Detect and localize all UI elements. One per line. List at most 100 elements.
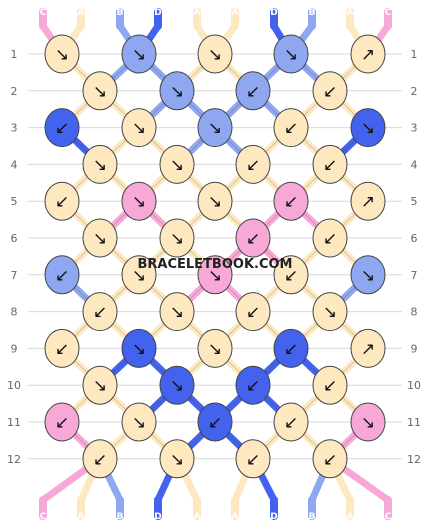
knot-arrow-icon: ↘ (170, 155, 184, 175)
knot: ↘ (350, 402, 386, 442)
knot: ↘ (159, 439, 195, 479)
knot-arrow-icon: ↙ (55, 266, 69, 286)
knot-shape (235, 365, 271, 405)
knot: ↙ (82, 439, 118, 479)
knot-arrow-icon: ↙ (55, 192, 69, 212)
knot-shape (159, 439, 195, 479)
knot-arrow-icon: ↘ (132, 119, 146, 139)
knot: ↘ (82, 144, 118, 184)
knot-arrow-icon: ↙ (55, 339, 69, 359)
knot-arrow-icon: ↙ (323, 376, 337, 396)
knot: ↘ (121, 34, 157, 74)
row-label-left: 10 (7, 379, 21, 392)
bottom-strand-label: C (385, 512, 392, 522)
top-strand-label: A (232, 8, 239, 18)
knot-arrow-icon: ↘ (170, 229, 184, 249)
knot-arrow-icon: ↘ (170, 303, 184, 323)
knot-shape (44, 108, 80, 148)
knot: ↙ (197, 402, 233, 442)
row-label-left: 2 (11, 85, 18, 98)
knot-shape (82, 218, 118, 258)
knot-arrow-icon: ↘ (323, 303, 337, 323)
knot-arrow-icon: ↙ (323, 82, 337, 102)
knot-shape (121, 108, 157, 148)
knot-arrow-icon: ↘ (361, 266, 375, 286)
knot-arrow-icon: ↘ (208, 45, 222, 65)
knot: ↘ (82, 218, 118, 258)
knot: ↙ (235, 365, 271, 405)
knot: ↘ (82, 71, 118, 111)
knot: ↙ (235, 439, 271, 479)
row-label-right: 9 (411, 342, 418, 355)
knot: ↙ (82, 292, 118, 332)
bottom-strand-label: A (194, 512, 201, 522)
knot-arrow-icon: ↘ (208, 266, 222, 286)
knot: ↙ (44, 181, 80, 221)
knot: ↙ (235, 218, 271, 258)
knot-arrow-icon: ↘ (208, 339, 222, 359)
knot-arrow-icon: ↙ (55, 119, 69, 139)
knot-shape (273, 34, 309, 74)
knot-shape (273, 255, 309, 295)
knot-shape (121, 255, 157, 295)
knot-shape (82, 439, 118, 479)
top-strand-label: A (78, 8, 85, 18)
knot-shape (350, 402, 386, 442)
row-label-left: 5 (11, 195, 18, 208)
bottom-strand-label: B (309, 512, 316, 522)
knot-shape (44, 255, 80, 295)
row-label-right: 4 (411, 158, 418, 171)
knot: ↗ (350, 34, 386, 74)
knot: ↘ (197, 255, 233, 295)
knot-shape (350, 181, 386, 221)
top-strand-label: D (154, 8, 161, 18)
knot-shape (159, 144, 195, 184)
knot-arrow-icon: ↙ (246, 450, 260, 470)
knot: ↗ (350, 181, 386, 221)
row-label-left: 1 (11, 48, 18, 61)
knot-shape (350, 255, 386, 295)
knot-shape (312, 71, 348, 111)
knot-shape (197, 34, 233, 74)
row-label-right: 12 (407, 453, 421, 466)
knot-shape (273, 181, 309, 221)
row-label-left: 12 (7, 453, 21, 466)
knot-arrow-icon: ↙ (284, 339, 298, 359)
knot-arrow-icon: ↙ (284, 192, 298, 212)
top-strand-label: C (40, 8, 47, 18)
knot-shape (121, 181, 157, 221)
knot-arrow-icon: ↘ (361, 413, 375, 433)
row-label-left: 3 (11, 122, 18, 135)
knot: ↙ (273, 255, 309, 295)
bottom-strand-label: D (154, 512, 161, 522)
knot: ↘ (82, 365, 118, 405)
knot: ↙ (44, 402, 80, 442)
knot-shape (159, 292, 195, 332)
knot-arrow-icon: ↙ (93, 450, 107, 470)
knot-shape (159, 218, 195, 258)
row-label-left: 11 (7, 416, 21, 429)
knot: ↙ (273, 328, 309, 368)
knot-arrow-icon: ↘ (55, 45, 69, 65)
knot: ↘ (312, 292, 348, 332)
knot: ↘ (273, 34, 309, 74)
knot: ↘ (197, 181, 233, 221)
knot-arrow-icon: ↘ (284, 45, 298, 65)
knot-shape (197, 328, 233, 368)
row-label-left: 6 (11, 232, 18, 245)
knot-shape (235, 71, 271, 111)
knot-shape (312, 292, 348, 332)
knot-shape (44, 181, 80, 221)
knot-arrow-icon: ↘ (132, 192, 146, 212)
row-label-right: 6 (411, 232, 418, 245)
knot-arrow-icon: ↙ (284, 119, 298, 139)
knot-shape (312, 439, 348, 479)
top-strand-label: B (117, 8, 124, 18)
knot: ↙ (235, 144, 271, 184)
knot-arrow-icon: ↘ (132, 266, 146, 286)
bottom-strand-label: C (40, 512, 47, 522)
knot: ↘ (44, 34, 80, 74)
knot-shape (350, 34, 386, 74)
knot: ↙ (235, 71, 271, 111)
